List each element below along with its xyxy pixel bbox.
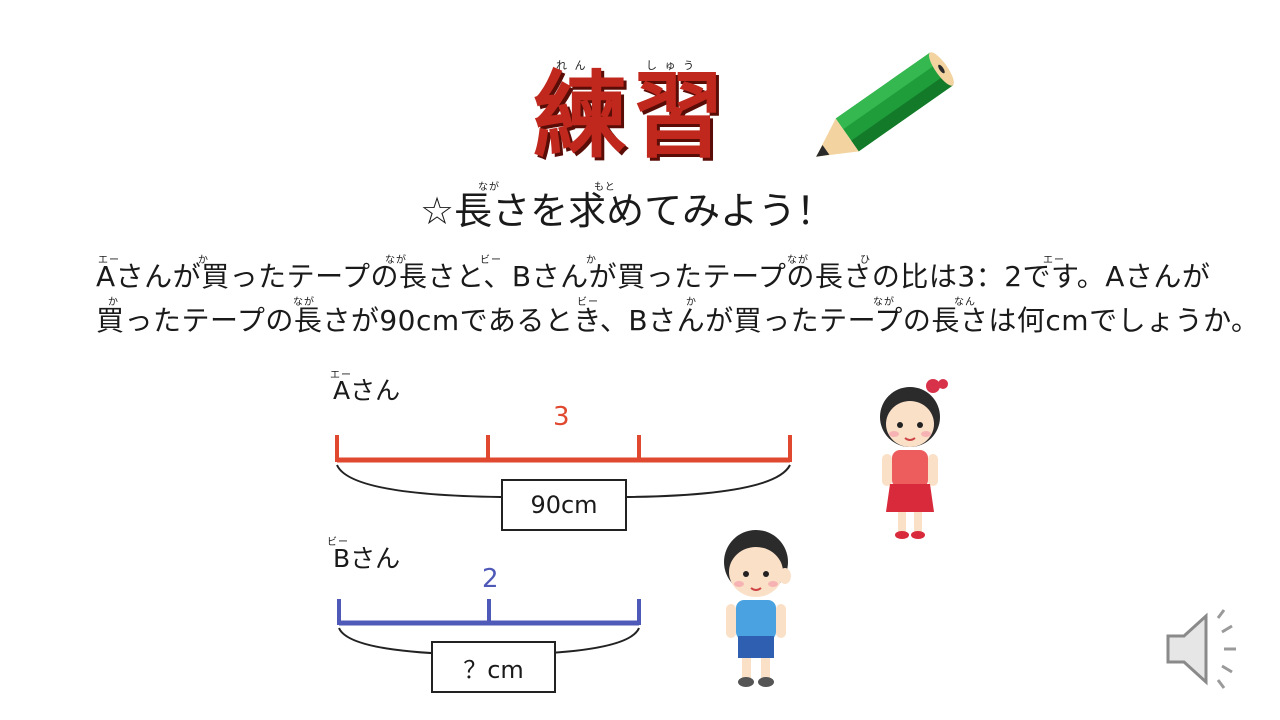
a-length-box: 90cm (501, 479, 627, 531)
page-title: 練習 (533, 62, 730, 171)
b-ruby: ビー (327, 537, 349, 548)
ruby-ka3: か (108, 297, 119, 308)
ruby-ka2: か (586, 255, 597, 266)
ruby-ka4: か (686, 297, 697, 308)
ruby-naga1: なが (385, 255, 407, 266)
a-label: Aさん (333, 376, 401, 405)
b-length-box: ？cm (431, 641, 556, 693)
a-ratio: 3 (553, 402, 570, 432)
ruby-a1: エー (98, 255, 120, 266)
ruby-ka1: か (198, 255, 209, 266)
b-ratio: 2 (482, 564, 499, 594)
subtitle: ☆長さを求めてみよう！ (420, 189, 835, 233)
ruby-a2: エー (1043, 255, 1065, 266)
title-ruby-shuu: し ゅ う (646, 59, 696, 72)
subtitle-ruby-moto: もと (594, 182, 616, 193)
tape-a-bar (335, 435, 792, 463)
ruby-hi: ひ (860, 255, 871, 266)
problem-line-2: 買ったテープの長さが90cmであるとき、Bさんが買ったテープの長さは何cmでしょ… (96, 304, 1260, 337)
ruby-b2: ビー (577, 297, 599, 308)
b-label: Bさん (333, 544, 401, 573)
ruby-naga2: なが (787, 255, 809, 266)
subtitle-ruby-naga: なが (478, 182, 500, 193)
speaker-icon[interactable] (1160, 604, 1250, 694)
problem-line-1: Aさんが買ったテープの長さと、Bさんが買ったテープの長さの比は3：2です。Aさん… (96, 260, 1211, 293)
ruby-naga4: なが (873, 297, 895, 308)
pencil-icon (816, 52, 954, 157)
girl-icon (880, 379, 948, 539)
ruby-naga3: なが (293, 297, 315, 308)
ruby-nan: なん (954, 297, 976, 308)
a-ruby: エー (330, 370, 352, 381)
title-ruby-ren: れ ん (556, 59, 588, 72)
ruby-b1: ビー (480, 255, 502, 266)
tape-b-bar (337, 599, 641, 626)
boy-icon (724, 530, 791, 687)
